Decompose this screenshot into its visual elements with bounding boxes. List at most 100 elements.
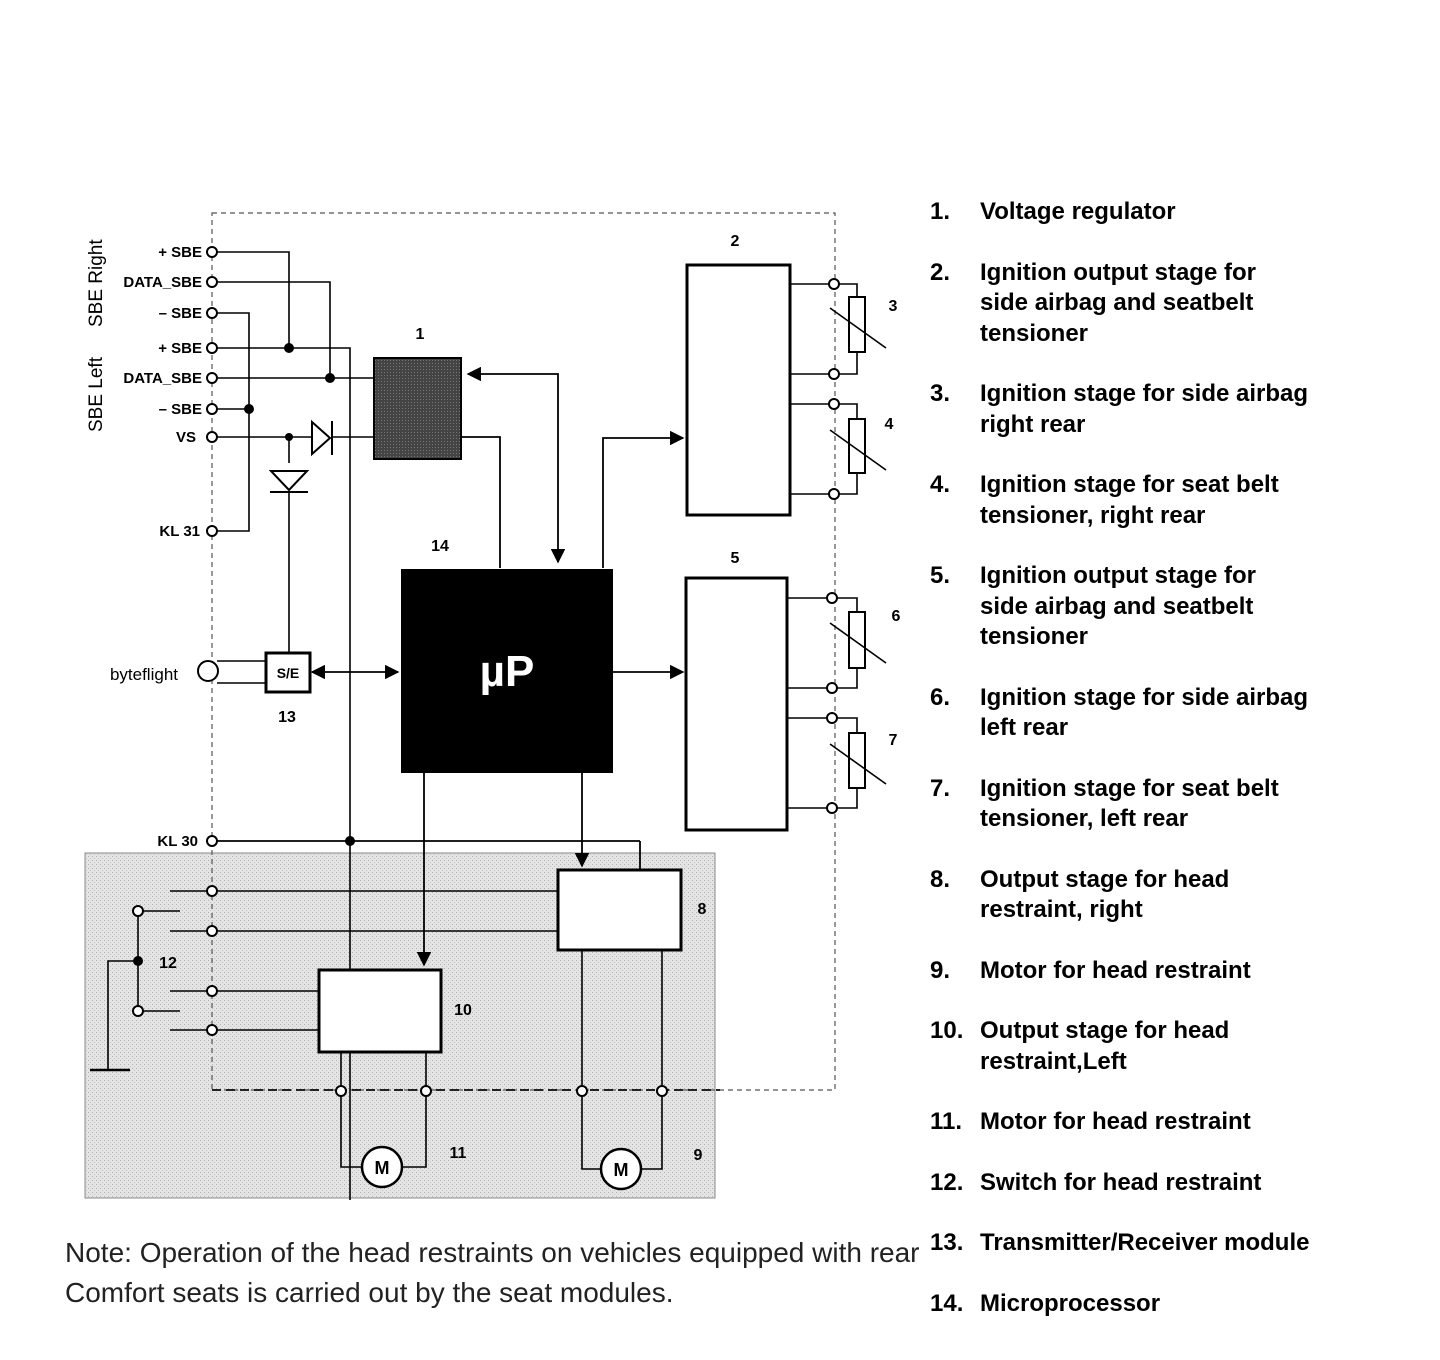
- legend-item: 10. Output stage for head restraint,Left: [930, 1016, 1390, 1077]
- motor-wiring: [340, 950, 663, 1170]
- legend-item: 9. Motor for head restraint: [930, 956, 1390, 987]
- motor-9-label: M: [614, 1160, 629, 1180]
- legend-text: Transmitter/Receiver module: [980, 1229, 1310, 1256]
- legend-text: Switch for head restraint: [980, 1168, 1262, 1196]
- ignition-pins-3-4: [828, 278, 840, 500]
- legend-number: 13.: [930, 1229, 964, 1256]
- legend-number: 4.: [930, 471, 951, 498]
- component-number-7: 7: [889, 732, 898, 749]
- legend-text: Motor for head restraint: [980, 1108, 1251, 1135]
- legend-text: Ignition stage for side airbag left rear: [980, 683, 1309, 742]
- component-number-11: 11: [450, 1145, 467, 1162]
- diode-se: [268, 470, 310, 493]
- pin-label-kl30: KL 30: [157, 833, 198, 850]
- legend-text: Output stage for head restraint,Left: [980, 1017, 1230, 1075]
- legend-number: 12.: [930, 1168, 964, 1196]
- component-number-14: 14: [431, 538, 449, 555]
- legend-item: 4. Ignition stage for seat belt tensioner…: [930, 470, 1390, 531]
- input-wiring: [217, 251, 374, 1200]
- pin-label-data-sbe-left: DATA_SBE: [123, 370, 202, 387]
- legend-item: 12. Switch for head restraint: [930, 1168, 1390, 1199]
- legend-item: 1. Voltage regulator: [930, 197, 1390, 228]
- pin-label-plus-sbe-left: + SBE: [158, 340, 202, 357]
- legend-number: 10.: [930, 1017, 964, 1044]
- component-number-3: 3: [889, 298, 898, 315]
- legend-item: 7. Ignition stage for seat belt tensioner…: [930, 774, 1390, 835]
- motor-11-label: M: [375, 1158, 390, 1178]
- legend-text: Microprocessor: [980, 1289, 1161, 1317]
- legend-number: 5.: [930, 562, 951, 589]
- byteflight-label: byteflight: [110, 665, 178, 684]
- component-number-12: 12: [159, 955, 177, 972]
- motor-pins: [335, 1085, 668, 1097]
- legend-item: 11. Motor for head restraint: [930, 1107, 1390, 1138]
- pin-label-data-sbe-right: DATA_SBE: [123, 274, 202, 291]
- legend-text: Voltage regulator: [980, 198, 1176, 225]
- circuit-diagram: + SBE DATA_SBE – SBE + SBE DATA_SBE – SB…: [84, 212, 901, 1200]
- pin-label-vs: VS: [176, 429, 196, 446]
- se-module-block: [264, 651, 312, 694]
- motor-9: [599, 1147, 643, 1191]
- component-number-2: 2: [731, 233, 740, 250]
- legend-number: 9.: [930, 956, 951, 984]
- legend-item: 14. Microprocessor: [930, 1289, 1390, 1320]
- component-number-6: 6: [892, 608, 901, 625]
- squib-3: [829, 296, 887, 353]
- side-label-sbe-right: SBE Right: [86, 239, 107, 327]
- byteflight-connector: [197, 660, 219, 682]
- legend-text: Ignition stage for seat belt tensioner, …: [980, 774, 1279, 833]
- squib-4: [829, 418, 887, 474]
- pin-label-kl31: KL 31: [159, 523, 200, 540]
- component-number-8: 8: [698, 901, 707, 918]
- legend-number: 2.: [930, 258, 951, 286]
- ignition-stage-6-7-wiring: [787, 597, 858, 809]
- output-stage-10: [317, 968, 443, 1054]
- legend-number: 8.: [930, 865, 951, 893]
- ignition-stage-3-4-wiring: [790, 283, 858, 495]
- component-number-4: 4: [885, 416, 894, 433]
- legend-number: 3.: [930, 380, 951, 407]
- squib-6: [829, 611, 887, 669]
- legend-item: 8. Output stage for head restraint, right: [930, 865, 1390, 926]
- head-restraint-switch: [132, 885, 218, 1036]
- legend-item: 13. Transmitter/Receiver module: [930, 1228, 1390, 1259]
- component-number-10: 10: [454, 1002, 472, 1019]
- legend-text: Ignition stage for seat belt tensioner, …: [980, 471, 1279, 529]
- side-label-sbe-left: SBE Left: [86, 356, 107, 432]
- control-unit-boundary: [211, 212, 836, 1091]
- legend-text: Ignition output stage for side airbag an…: [980, 258, 1256, 347]
- pin-label-minus-sbe-left: – SBE: [159, 401, 202, 418]
- signal-lines: [217, 366, 685, 967]
- motor-11: [360, 1145, 404, 1189]
- legend-number: 11.: [930, 1108, 963, 1135]
- legend-number: 14.: [930, 1289, 964, 1317]
- component-number-1: 1: [416, 326, 425, 343]
- legend-item: 5. Ignition output stage for side airbag …: [930, 561, 1390, 653]
- component-legend: 1. Voltage regulator 2. Ignition output sta…: [930, 197, 1390, 1349]
- legend-number: 6.: [930, 683, 951, 711]
- component-number-13: 13: [278, 709, 296, 726]
- legend-number: 1.: [930, 198, 951, 225]
- legend-text: Output stage for head restraint, right: [980, 865, 1230, 924]
- legend-item: 2. Ignition output stage for side airbag …: [930, 258, 1390, 350]
- pin-label-plus-sbe-right: + SBE: [158, 244, 202, 261]
- se-module-label: S/E: [277, 665, 300, 681]
- pin-label-minus-sbe-right: – SBE: [159, 305, 202, 322]
- output-stage-8: [556, 868, 683, 952]
- junction-dots: [133, 343, 355, 966]
- note-text: Note: Operation of the head restraints o…: [65, 1237, 920, 1308]
- squib-7: [829, 732, 887, 789]
- legend-text: Ignition output stage for side airbag an…: [980, 562, 1256, 650]
- component-number-5: 5: [731, 550, 740, 567]
- microprocessor-block: [401, 569, 613, 773]
- legend-item: 3. Ignition stage for side airbag right r…: [930, 379, 1390, 440]
- ignition-output-stage-2: [685, 263, 792, 517]
- legend-text: Motor for head restraint: [980, 956, 1251, 984]
- diode-vs: [311, 419, 333, 457]
- legend-text: Ignition stage for side airbag right rea…: [980, 380, 1309, 438]
- legend-item: 6. Ignition stage for side airbag left re…: [930, 683, 1390, 744]
- ignition-pins-6-7: [826, 592, 838, 814]
- legend-number: 7.: [930, 774, 951, 802]
- microprocessor-label: µP: [480, 647, 535, 696]
- component-number-9: 9: [694, 1147, 703, 1164]
